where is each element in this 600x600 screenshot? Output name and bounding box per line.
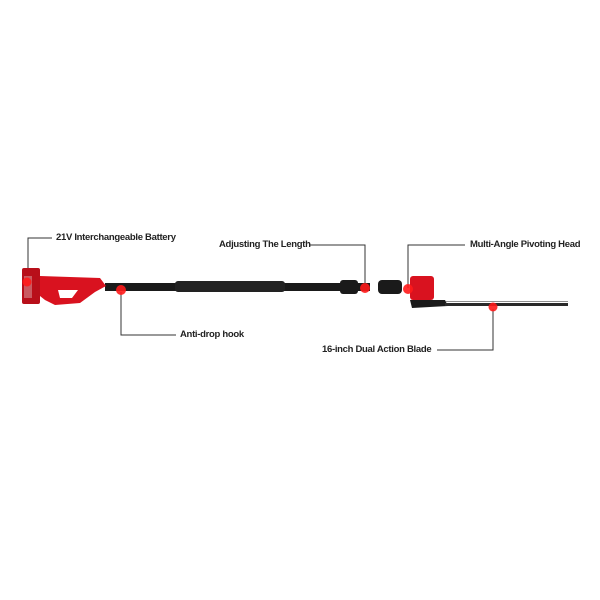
- battery-dot: [22, 277, 32, 287]
- length-label: Adjusting The Length: [219, 239, 311, 250]
- hook-label: Anti-drop hook: [180, 329, 244, 340]
- hook-dot: [116, 285, 126, 295]
- battery-label: 21V Interchangeable Battery: [56, 232, 176, 243]
- blade-dot: [488, 302, 498, 312]
- length-leader: [310, 244, 366, 288]
- highlight-dots: [22, 277, 498, 312]
- battery-leader: [27, 237, 52, 280]
- pole: [105, 280, 402, 294]
- leader-lines: [27, 237, 494, 351]
- head-label: Multi-Angle Pivoting Head: [470, 239, 581, 250]
- head-leader: [407, 244, 465, 288]
- cutting-head: [410, 276, 568, 308]
- blade-leader: [437, 309, 494, 351]
- hook-leader: [120, 292, 176, 336]
- length-dot: [360, 283, 370, 293]
- blade-label: 16-inch Dual Action Blade: [322, 344, 432, 355]
- head-dot: [403, 284, 413, 294]
- handle-body: [22, 268, 106, 305]
